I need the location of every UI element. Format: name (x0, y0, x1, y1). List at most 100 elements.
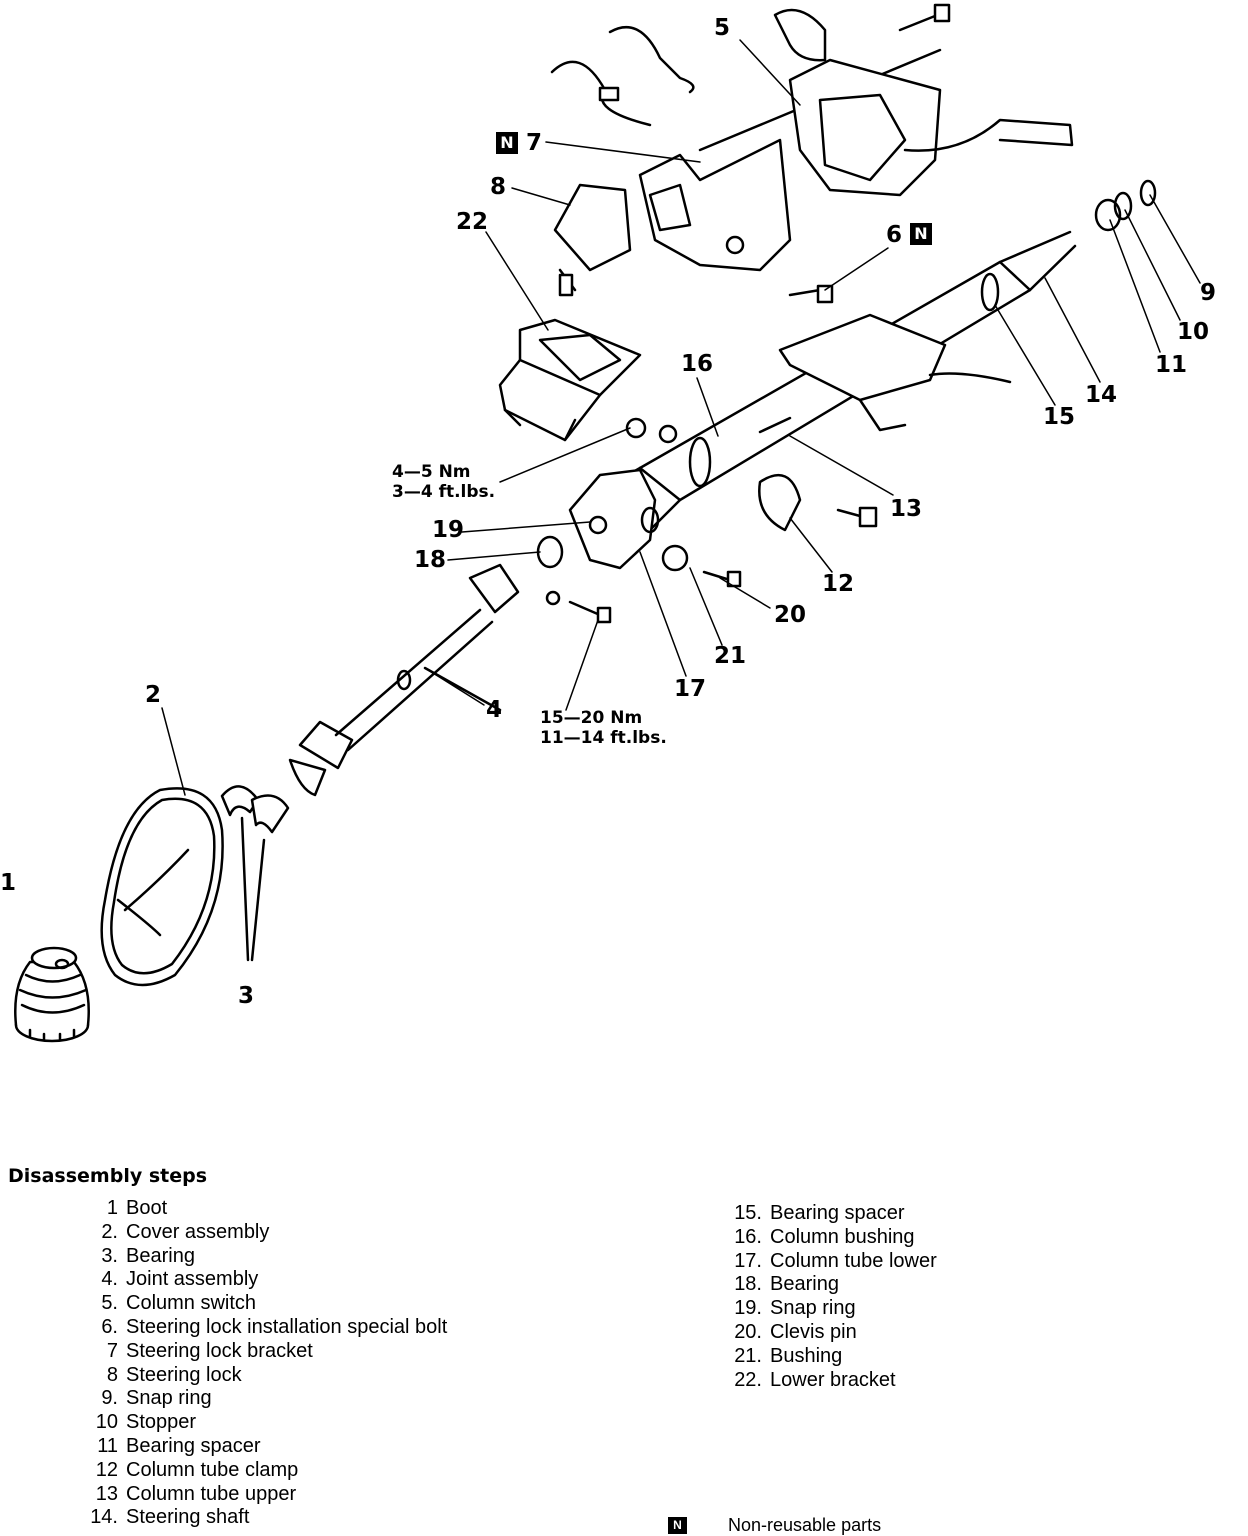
step-number: 20. (734, 1320, 762, 1343)
step-number: 19. (734, 1297, 762, 1320)
torque-nm: 4—5 Nm (392, 462, 471, 482)
step-item: 15. Bearing spacer (732, 1202, 937, 1226)
callout-15: 15 (1043, 404, 1076, 430)
step-number: 10 (95, 1411, 118, 1434)
callout-6: 6 (886, 222, 903, 248)
callout-1: 1 (0, 870, 17, 896)
step-number: 3. (101, 1244, 118, 1267)
callout-8: 8 (490, 174, 507, 200)
step-item: 10 Stopper (88, 1411, 447, 1435)
step-label: Bearing spacer (126, 1434, 261, 1457)
step-number: 15. (734, 1202, 762, 1224)
bearing-part (220, 785, 290, 962)
step-item: 21. Bushing (732, 1345, 937, 1369)
step-number: 22. (734, 1368, 762, 1391)
steering-lock-part (553, 183, 632, 297)
callout-4: 4 (486, 697, 503, 723)
step-label: Snap ring (126, 1387, 212, 1410)
callout-17: 17 (674, 676, 707, 702)
torque-ftlbs: 11—14 ft.lbs. (540, 728, 667, 748)
step-item: 7 Steering lock bracket (88, 1340, 447, 1364)
legend-text: Non-reusable parts (728, 1515, 882, 1535)
step-number: 7 (106, 1339, 118, 1362)
callout-5: 5 (714, 15, 731, 41)
callout-18: 18 (414, 547, 447, 573)
step-number: 12 (95, 1458, 118, 1481)
callout-22: 22 (456, 209, 489, 235)
step-item: 2. Cover assembly (88, 1221, 447, 1245)
step-label: Bushing (770, 1344, 843, 1367)
step-item: 6. Steering lock installation special bol… (88, 1316, 447, 1340)
column-tube-lower-part (568, 468, 660, 570)
step-number: 6. (101, 1315, 118, 1338)
step-item: 5. Column switch (88, 1292, 447, 1316)
steps-list-left: 1 Boot 2. Cover assembly 3. Bearing 4. Joint as… (88, 1197, 447, 1530)
callout-7: 7 (526, 130, 543, 156)
step-label: Cover assembly (126, 1220, 270, 1243)
step-label: Clevis pin (770, 1320, 857, 1343)
step-number: 18. (734, 1273, 762, 1296)
callout-2: 2 (145, 682, 162, 708)
callout-10: 10 (1177, 319, 1210, 345)
step-number: 16. (734, 1225, 762, 1248)
step-item: 9. Snap ring (88, 1387, 447, 1411)
column-switch-part (773, 3, 1074, 197)
step-item: 22.Lower bracket (732, 1369, 937, 1393)
torque-spec-upper: 4—5 Nm 3—4 ft.lbs. (392, 462, 495, 502)
callout-9: 9 (1200, 280, 1217, 306)
step-number: 17. (734, 1249, 762, 1272)
column-tube-part (573, 230, 1077, 562)
steps-list-right: 15. Bearing spacer 16. Column bushing 17. Col… (732, 1202, 937, 1392)
step-number: 2. (101, 1220, 118, 1243)
steps-title: Disassembly steps (8, 1165, 208, 1187)
step-label: Steering lock (126, 1363, 242, 1386)
step-label: Joint assembly (126, 1268, 259, 1291)
step-item: 17. Column tube lower (732, 1250, 937, 1274)
step-label: Bearing (770, 1273, 839, 1296)
wire-clips (550, 26, 695, 127)
step-label: Bearing (126, 1244, 195, 1267)
callout-21: 21 (714, 643, 747, 669)
step-label: Steering lock bracket (126, 1339, 313, 1362)
cover-assembly-part (100, 787, 224, 987)
boot-part (14, 946, 90, 1043)
step-label: Stopper (126, 1411, 197, 1434)
step-item: 4. Joint assembly (88, 1268, 447, 1292)
step-label: Steering lock installation special bolt (126, 1315, 448, 1338)
callout-14: 14 (1085, 382, 1118, 408)
step-number: 4. (101, 1268, 118, 1291)
step-label: Bearing spacer (770, 1202, 905, 1224)
non-reusable-legend-icon: N (668, 1517, 687, 1534)
step-number: 14. (90, 1506, 118, 1529)
step-item: 8 Steering lock (88, 1364, 447, 1388)
step-number: 9. (101, 1387, 118, 1410)
leader-lines (161, 39, 1201, 796)
step-number: 5. (101, 1292, 118, 1315)
step-item: 19. Snap ring (732, 1297, 937, 1321)
lower-bracket-part (498, 318, 642, 442)
step-item: 11 Bearing spacer (88, 1435, 447, 1459)
callout-11: 11 (1155, 352, 1188, 378)
step-item: 1 Boot (88, 1197, 447, 1221)
joint-assembly-part (288, 563, 520, 797)
step-number: 11 (97, 1434, 118, 1457)
non-reusable-badge-6: N (910, 223, 932, 245)
step-number: 1 (106, 1197, 118, 1219)
torque-ftlbs: 3—4 ft.lbs. (392, 482, 496, 502)
step-label: Steering shaft (126, 1506, 250, 1529)
step-number: 8 (106, 1363, 118, 1386)
step-label: Snap ring (770, 1297, 856, 1320)
step-label: Column bushing (770, 1225, 915, 1248)
exploded-diagram (14, 3, 1201, 1043)
step-item: 16. Column bushing (732, 1226, 937, 1250)
step-label: Column switch (126, 1292, 257, 1315)
step-number: 21. (734, 1344, 762, 1367)
step-item: 20. Clevis pin (732, 1321, 937, 1345)
step-label: Column tube lower (770, 1249, 937, 1272)
step-item: 3. Bearing (88, 1245, 447, 1269)
step-label: Boot (126, 1197, 168, 1219)
non-reusable-badge-7: N (496, 132, 518, 154)
step-item: 14. Steering shaft (88, 1506, 447, 1530)
